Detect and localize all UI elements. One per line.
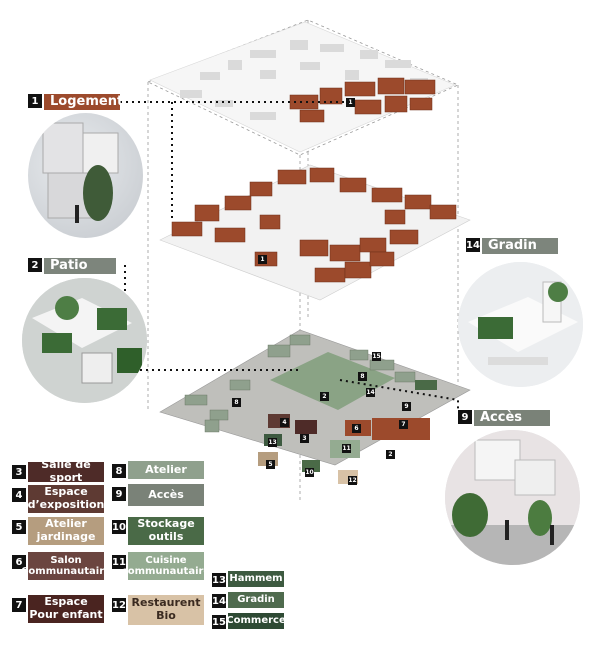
- plan-marker: 9: [402, 402, 411, 411]
- callout-num-acces: 9: [458, 410, 472, 424]
- logement-photo-art: [42, 122, 119, 223]
- logement-middle: [159, 164, 471, 301]
- legend-hammem: Hammem: [228, 571, 284, 587]
- legend-num-15: 15: [212, 615, 226, 629]
- logement-photo: [28, 113, 143, 238]
- legend-restaurent-bio: Restaurent Bio: [128, 595, 204, 625]
- plan-marker: 13: [268, 438, 277, 447]
- gradin-photo: [458, 262, 583, 387]
- callout-num-patio: 2: [28, 258, 42, 272]
- legend-salle-de-sport: Salle de sport: [28, 459, 104, 484]
- plan-marker: 2: [386, 450, 395, 459]
- plan-marker: 6: [352, 424, 361, 433]
- legend-num-12: 12: [112, 598, 126, 612]
- plan-marker: 11: [342, 444, 351, 453]
- plan-marker: 14: [366, 388, 375, 397]
- legend-num-10: 10: [112, 520, 126, 534]
- plan-marker: 8: [358, 372, 367, 381]
- legend-salon-communautaire: Salon Communautaire: [21, 552, 111, 580]
- gradin-photo-art: [458, 262, 583, 387]
- callout-num-gradin: 14: [466, 238, 480, 252]
- legend-acces: Accès: [128, 484, 204, 506]
- legend-num-4: 4: [12, 488, 26, 502]
- legend-num-3: 3: [12, 465, 26, 479]
- acces-photo-art: [445, 430, 580, 565]
- patio-photo: [22, 278, 147, 403]
- patio-photo-art: [22, 278, 147, 403]
- legend-num-9: 9: [112, 487, 126, 501]
- plan-marker: 5: [266, 460, 275, 469]
- callout-gradin: Gradin: [482, 238, 558, 254]
- callout-patio: Patio: [44, 258, 116, 274]
- plan-marker: 10: [305, 468, 314, 477]
- leader-lines: [120, 101, 459, 410]
- plan-marker: 3: [300, 434, 309, 443]
- legend-num-5: 5: [12, 520, 26, 534]
- legend-gradin: Gradin: [228, 592, 284, 608]
- plan-marker: 2: [320, 392, 329, 401]
- legend-num-14: 14: [212, 594, 226, 608]
- legend-stockage-outils: Stockage outils: [128, 517, 204, 545]
- legend-num-11: 11: [112, 555, 126, 569]
- plan-marker: 1: [258, 255, 267, 264]
- legend-commerce: Commerce: [226, 613, 286, 629]
- callout-num-logement: 1: [28, 94, 42, 108]
- legend-num-7: 7: [12, 598, 26, 612]
- plan-marker: 8: [232, 398, 241, 407]
- callout-logement: Logement: [44, 94, 123, 110]
- legend-cuisine-communautaire: Cuisine communautaire: [122, 552, 210, 580]
- legend-num-6: 6: [12, 555, 26, 569]
- logement-upper: [289, 77, 436, 123]
- legend-atelier-jardinage: Atelier jardinage: [28, 517, 104, 545]
- ground-level: [159, 329, 471, 484]
- legend-atelier: Atelier: [128, 461, 204, 479]
- legend-espace-exposition: Espace d’exposition: [27, 485, 105, 513]
- callout-acces: Accès: [474, 410, 550, 426]
- legend-num-8: 8: [112, 464, 126, 478]
- acces-photo: [445, 430, 580, 565]
- plan-marker: 7: [399, 420, 408, 429]
- plan-marker: 15: [372, 352, 381, 361]
- plan-marker: 1: [346, 98, 355, 107]
- legend-num-13: 13: [212, 573, 226, 587]
- roof-level: [149, 21, 456, 153]
- plan-marker: 12: [348, 476, 357, 485]
- legend-espace-pour-enfant: Espace Pour enfant: [28, 595, 104, 623]
- plan-marker: 4: [280, 418, 289, 427]
